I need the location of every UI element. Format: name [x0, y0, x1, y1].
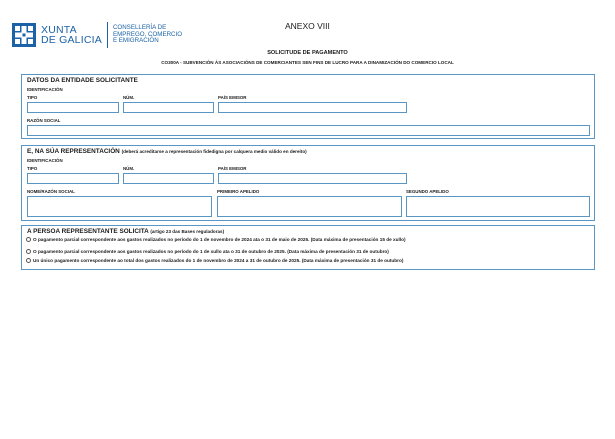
- representative-title: E, NA SÚA REPRESENTACIÓN: [27, 148, 120, 155]
- representative-identification-label: IDENTIFICACIÓN: [27, 158, 63, 163]
- applicant-country-field[interactable]: [218, 102, 407, 113]
- representative-country-label: PAÍS EMISOR: [218, 166, 247, 171]
- applicant-number-field[interactable]: [123, 102, 214, 113]
- payment-option-1-label: O pagamento parcial correspondente aos g…: [33, 237, 406, 242]
- xunta-emblem-icon: [12, 23, 36, 47]
- applicant-company-label: RAZÓN SOCIAL: [27, 118, 61, 123]
- logo-divider: [106, 22, 108, 48]
- representative-surname2-field[interactable]: [406, 196, 590, 217]
- radio-button[interactable]: [26, 237, 31, 242]
- department-line1: CONSELLERÍA DE: [112, 24, 167, 32]
- applicant-type-field[interactable]: [27, 102, 119, 113]
- request-section-title: A PERSOA REPRESENTANTE SOLICITA (artigo …: [27, 228, 224, 235]
- department-line2: EMPREGO, COMERCIO: [112, 30, 183, 38]
- applicant-country-label: PAÍS EMISOR: [218, 95, 247, 100]
- representative-note: (deberá acreditarse a representación fid…: [121, 149, 307, 154]
- representative-surname1-field[interactable]: [217, 196, 402, 217]
- payment-option-1[interactable]: O pagamento parcial correspondente aos g…: [26, 237, 406, 242]
- applicant-number-label: NÚM.: [123, 95, 135, 100]
- applicant-identification-label: IDENTIFICACIÓN: [27, 87, 63, 92]
- applicant-section: DATOS DA ENTIDADE SOLICITANTE IDENTIFICA…: [21, 74, 595, 139]
- payment-option-2[interactable]: O pagamento parcial correspondente aos g…: [26, 249, 389, 254]
- representative-name-label: NOME/RAZÓN SOCIAL: [27, 189, 75, 194]
- representative-type-field[interactable]: [27, 173, 119, 184]
- xunta-logo: XUNTA DE GALICIA CONSELLERÍA DE EMPREGO,…: [12, 22, 182, 48]
- applicant-type-label: TIPO: [27, 95, 38, 100]
- document-title: SOLICITUDE DE PAGAMENTO: [267, 50, 348, 56]
- representative-number-field[interactable]: [123, 173, 214, 184]
- request-note: (artigo 23 das Bases reguladoras): [150, 229, 225, 234]
- payment-option-3-label: Un único pagamento correspondente ao tot…: [33, 258, 404, 263]
- logo-line1: XUNTA: [41, 23, 77, 36]
- representative-type-label: TIPO: [27, 166, 38, 171]
- logo-line2: DE GALICIA: [41, 34, 102, 46]
- annex-label: ANEXO VIII: [285, 21, 330, 31]
- representative-country-field[interactable]: [218, 173, 407, 184]
- representative-section-title: E, NA SÚA REPRESENTACIÓN (deberá acredit…: [27, 148, 307, 155]
- representative-surname1-label: PRIMEIRO APELIDO: [217, 189, 260, 194]
- document-subtitle: CO300A - SUBVENCIÓN ÁS ASOCIACIÓNS DE CO…: [161, 60, 454, 65]
- request-title: A PERSOA REPRESENTANTE SOLICITA: [27, 228, 149, 235]
- representative-surname2-label: SEGUNDO APELIDO: [406, 189, 449, 194]
- radio-button[interactable]: [26, 249, 31, 254]
- representative-name-field[interactable]: [27, 196, 212, 217]
- representative-number-label: NÚM.: [123, 166, 135, 171]
- department-line3: E EMIGRACIÓN: [112, 37, 159, 45]
- payment-option-2-label: O pagamento parcial correspondente aos g…: [33, 249, 389, 254]
- applicant-section-title: DATOS DA ENTIDADE SOLICITANTE: [27, 77, 138, 84]
- request-section: A PERSOA REPRESENTANTE SOLICITA (artigo …: [21, 225, 595, 270]
- radio-button[interactable]: [26, 258, 31, 263]
- representative-section: E, NA SÚA REPRESENTACIÓN (deberá acredit…: [21, 145, 595, 221]
- payment-option-3[interactable]: Un único pagamento correspondente ao tot…: [26, 258, 403, 263]
- applicant-company-field[interactable]: [27, 125, 590, 136]
